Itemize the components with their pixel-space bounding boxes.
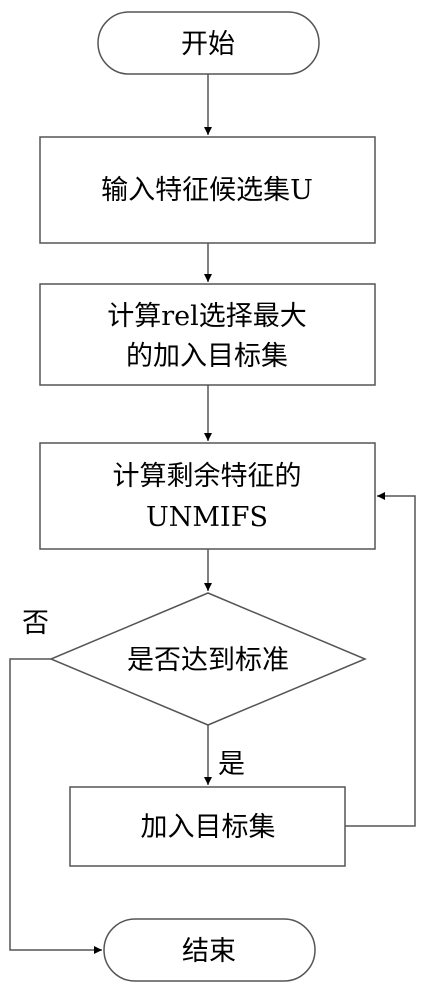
compute-rel-label-line1: 计算rel选择最大: [107, 301, 307, 332]
end-label: 结束: [182, 936, 236, 967]
compute-unmifs-box: [39, 442, 376, 550]
decision-label: 是否达到标准: [127, 645, 289, 676]
end-terminal: [103, 918, 316, 982]
compute-unmifs-label-line2: UNMIFS: [146, 502, 268, 533]
start-label: 开始: [181, 29, 235, 60]
compute-rel-label-line2: 的加入目标集: [126, 341, 288, 372]
arrow-add-loop-to-unmifs: [345, 492, 416, 827]
yes-label: 是: [218, 749, 245, 780]
arrow-decision-to-end-no: [9, 658, 102, 954]
input-box: [39, 136, 376, 244]
input-label: 输入特征候选集U: [101, 175, 313, 206]
add-target-label: 加入目标集: [141, 812, 276, 843]
compute-unmifs-label-line1: 计算剩余特征的: [113, 461, 302, 492]
no-label: 否: [22, 608, 49, 639]
